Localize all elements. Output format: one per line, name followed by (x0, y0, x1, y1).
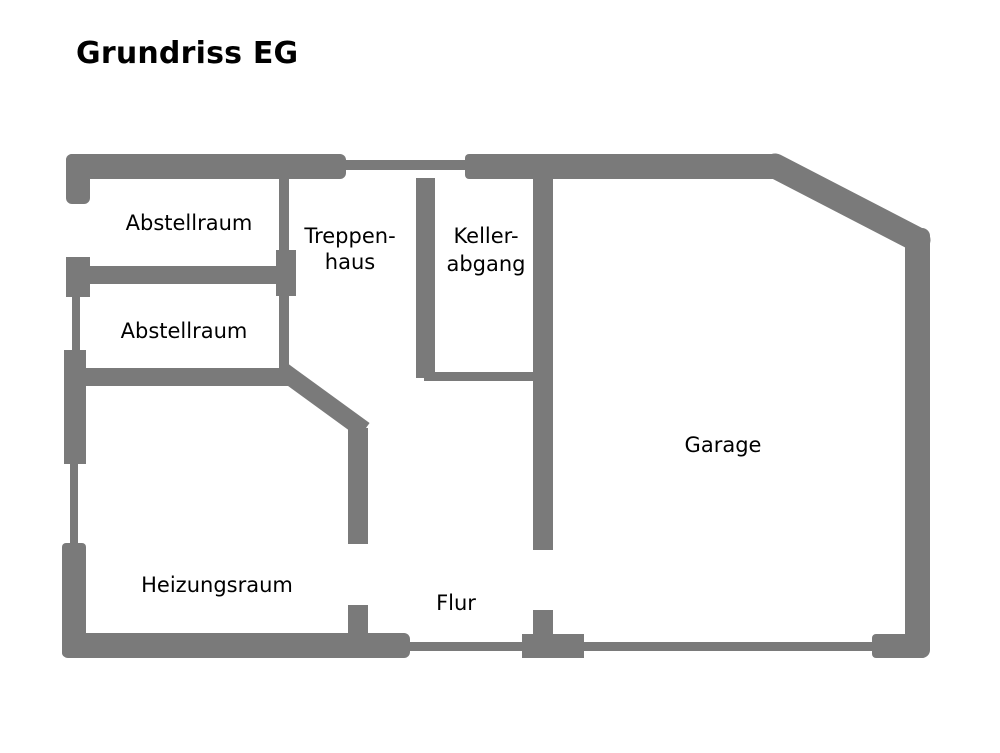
wall-left-lower-b (62, 543, 86, 657)
wall-bottom-left (62, 633, 410, 658)
label-kellerabgang-line1: Keller- (453, 224, 518, 248)
interior-walls (66, 176, 553, 646)
wall-garage-door-jamb (533, 610, 553, 646)
wall-right (905, 228, 930, 658)
wall-diagonal-top-right (762, 153, 931, 253)
label-heizungsraum: Heizungsraum (141, 573, 293, 597)
wall-left-upper (66, 154, 90, 204)
label-treppenhaus-line1: Treppen- (303, 224, 395, 248)
label-garage: Garage (685, 433, 762, 457)
wall-storage-divider (66, 266, 296, 284)
wall-heizung-diagonal (278, 364, 370, 438)
window-left-heizung (70, 464, 78, 544)
outer-walls (62, 154, 930, 658)
wall-heizung-door-jamb (348, 605, 368, 645)
window-top-treppenhaus (346, 160, 466, 170)
window-left-abstell (72, 297, 80, 352)
label-treppenhaus-line2: haus (325, 250, 375, 274)
wall-keller-left (416, 178, 435, 378)
wall-garage-left (533, 176, 553, 550)
label-flur: Flur (436, 591, 476, 615)
window-lines (70, 160, 874, 651)
wall-storage-bottom (66, 368, 289, 386)
label-abstellraum-lower: Abstellraum (121, 319, 248, 343)
wall-left-lower-a (64, 350, 86, 464)
window-bottom-flur (408, 642, 524, 651)
wall-top-left (66, 154, 346, 179)
label-abstellraum-upper: Abstellraum (126, 211, 253, 235)
wall-top-right (465, 154, 781, 179)
label-kellerabgang-line2: abgang (446, 252, 525, 276)
wall-heizung-right (348, 428, 368, 544)
wall-storage-right (279, 178, 289, 374)
plan-title: Grundriss EG (76, 36, 299, 71)
window-bottom-garage (584, 642, 874, 651)
room-labels: Abstellraum Abstellraum Treppen- haus Ke… (121, 211, 762, 615)
wall-keller-bottom (424, 372, 540, 381)
